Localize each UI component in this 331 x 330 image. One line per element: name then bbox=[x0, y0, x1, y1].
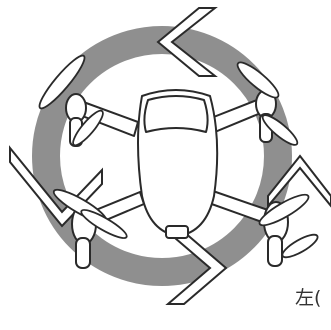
direction-label: 左( bbox=[295, 283, 321, 310]
leg-rear-left bbox=[76, 238, 90, 268]
leg-rear-right bbox=[268, 236, 282, 266]
drone-camera bbox=[166, 226, 188, 238]
drone-body-top bbox=[144, 96, 207, 132]
